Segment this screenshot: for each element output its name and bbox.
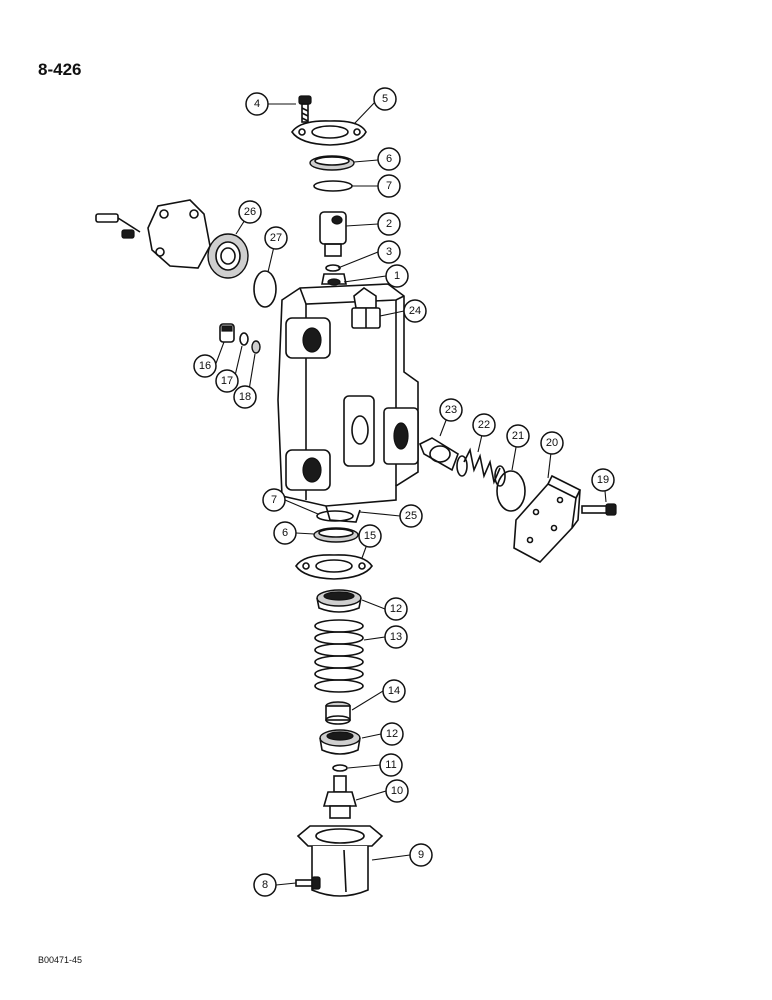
part-o-ring-right: [496, 470, 526, 512]
part-o-ring-top: [313, 180, 353, 192]
callout-6-top: 6: [377, 147, 401, 171]
callout-number: 20: [546, 437, 558, 449]
part-spring-seat-upper: [316, 589, 362, 613]
callout-9: 9: [409, 843, 433, 867]
callout-20: 20: [540, 431, 564, 455]
callout-7-top: 7: [377, 174, 401, 198]
part-spacer: [325, 701, 351, 725]
callout-number: 9: [418, 849, 424, 861]
callout-number: 1: [394, 270, 400, 282]
part-spool-bolt: [322, 775, 358, 819]
callout-7-bottom: 7: [262, 488, 286, 512]
part-centering-spring: [314, 619, 364, 693]
callout-12-lower: 12: [380, 722, 404, 746]
callout-number: 23: [445, 404, 457, 416]
callout-13: 13: [384, 625, 408, 649]
callout-number: 27: [270, 232, 282, 244]
callout-2: 2: [377, 212, 401, 236]
callout-23: 23: [439, 398, 463, 422]
callout-27: 27: [264, 226, 288, 250]
callout-8: 8: [253, 873, 277, 897]
callout-26: 26: [238, 200, 262, 224]
part-washer-bottom: [332, 764, 348, 772]
callout-number: 5: [382, 93, 388, 105]
part-o-ring-bottom: [316, 510, 354, 522]
callout-3: 3: [377, 240, 401, 264]
part-bolt-top: [298, 95, 312, 123]
callout-number: 17: [221, 375, 233, 387]
callout-number: 6: [282, 527, 288, 539]
part-spring-seat-lower: [319, 729, 361, 755]
callout-number: 8: [262, 879, 268, 891]
figure-code: B00471-45: [38, 955, 83, 965]
callout-16: 16: [193, 354, 217, 378]
callout-number: 13: [390, 631, 402, 643]
part-end-cover: [513, 474, 582, 563]
part-relief-poppet: [418, 437, 459, 472]
callout-15: 15: [358, 524, 382, 548]
callout-number: 14: [388, 685, 400, 697]
part-spool-end: [319, 211, 347, 257]
callout-5: 5: [373, 87, 397, 111]
callout-number: 10: [391, 785, 403, 797]
part-cap-screw: [295, 876, 321, 890]
callout-number: 25: [405, 510, 417, 522]
part-flange-plate-bottom: [295, 554, 373, 580]
callout-6-bottom: 6: [273, 521, 297, 545]
callout-number: 18: [239, 391, 251, 403]
callout-12-upper: 12: [384, 597, 408, 621]
callout-number: 24: [409, 305, 421, 317]
callout-18: 18: [233, 385, 257, 409]
callout-24: 24: [403, 299, 427, 323]
callout-number: 26: [244, 206, 256, 218]
part-backup-ring-bottom: [313, 527, 359, 543]
part-washer: [325, 264, 341, 272]
part-relief-spring: [456, 447, 506, 487]
part-o-ring-left: [253, 270, 277, 308]
callout-10: 10: [385, 779, 409, 803]
part-flange-plate-top: [291, 120, 367, 146]
part-backup-ring-top: [309, 155, 355, 171]
part-valve-section-body: [277, 273, 419, 523]
callout-14: 14: [382, 679, 406, 703]
callout-number: 4: [254, 98, 260, 110]
callout-25: 25: [399, 504, 423, 528]
callout-1: 1: [385, 264, 409, 288]
part-port-plug-left: [219, 323, 261, 354]
callout-number: 15: [364, 530, 376, 542]
callout-19: 19: [591, 468, 615, 492]
callout-number: 21: [512, 430, 524, 442]
callout-22: 22: [472, 413, 496, 437]
callout-number: 7: [271, 494, 277, 506]
callout-number: 3: [386, 246, 392, 258]
callout-number: 6: [386, 153, 392, 165]
callout-number: 19: [597, 474, 609, 486]
callout-number: 12: [386, 728, 398, 740]
callout-number: 22: [478, 419, 490, 431]
callout-number: 7: [386, 180, 392, 192]
callout-11: 11: [379, 753, 403, 777]
callout-17: 17: [215, 369, 239, 393]
callout-number: 16: [199, 360, 211, 372]
callout-21: 21: [506, 424, 530, 448]
part-cover-bolt: [581, 503, 617, 516]
page-number: 8-426: [38, 60, 82, 79]
part-spring-cap: [296, 825, 384, 897]
callout-number: 11: [385, 759, 396, 771]
callout-number: 2: [386, 218, 392, 230]
callout-number: 12: [390, 603, 402, 615]
part-port-flange-left: [95, 199, 249, 279]
callout-4: 4: [245, 92, 269, 116]
